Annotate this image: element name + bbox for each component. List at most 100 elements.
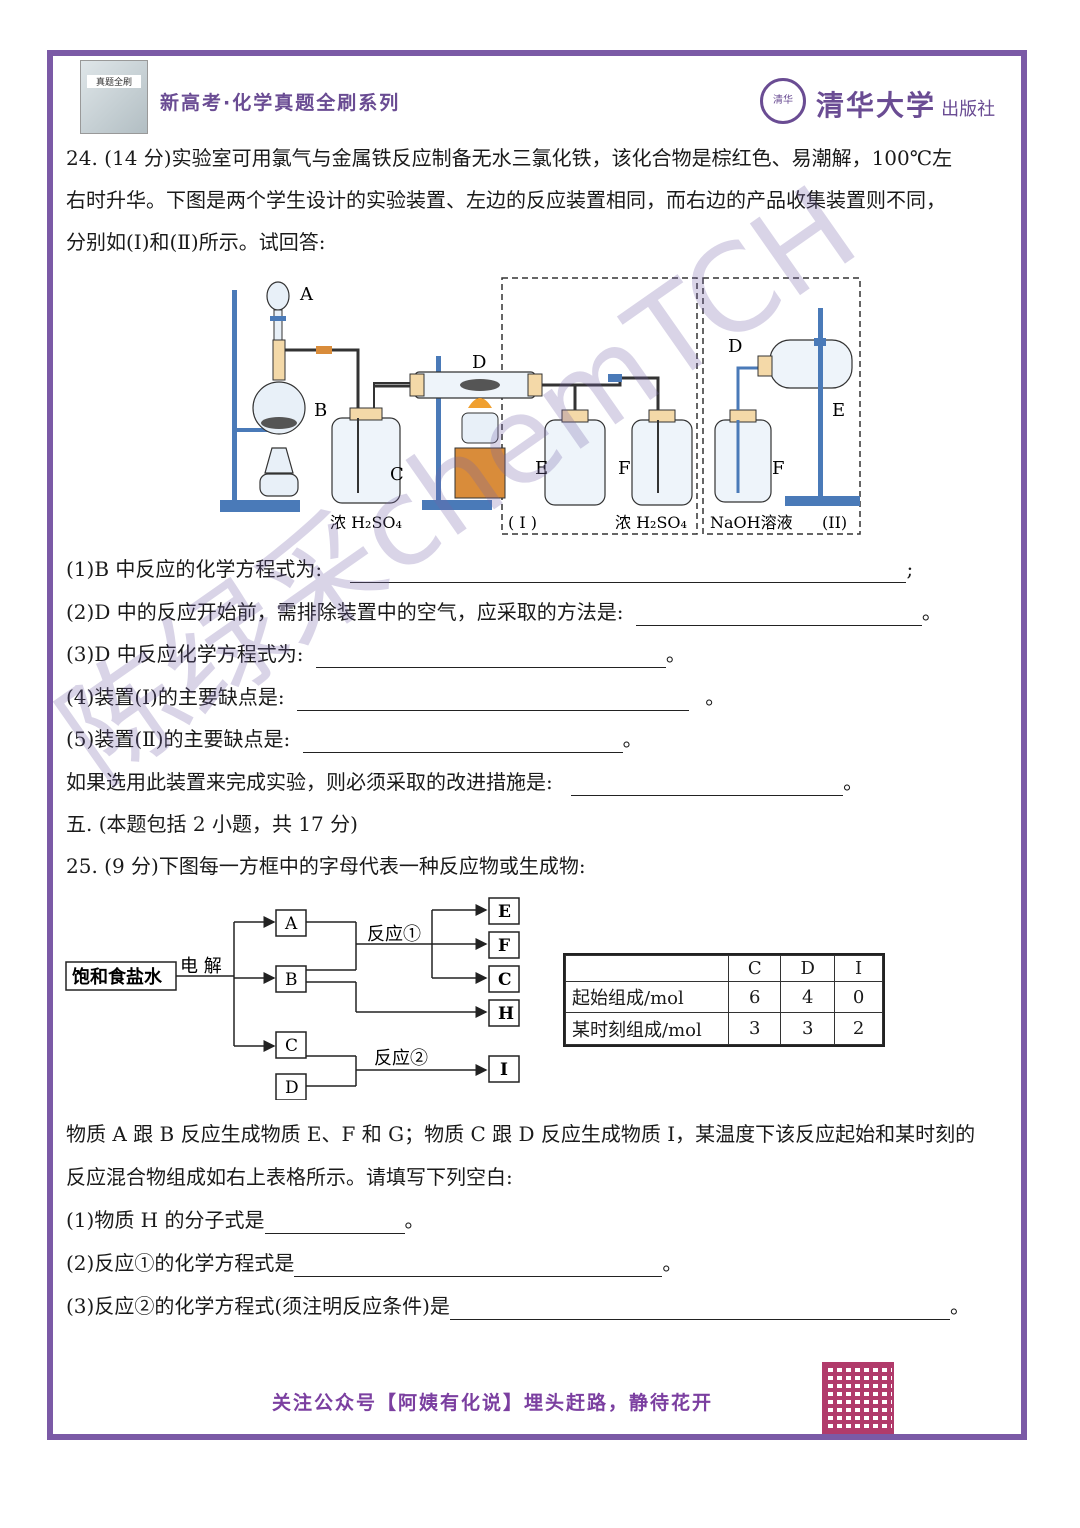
q24-q2-answer-blank[interactable] [635, 605, 922, 626]
q24-q6-answer-blank[interactable] [571, 775, 844, 796]
publisher-name: 清华大学 出版社 [816, 84, 995, 124]
box-d [275, 1073, 307, 1100]
text-d: D [285, 1078, 299, 1098]
iron-powder [460, 379, 500, 391]
section-five-heading: 五. (本题包括 2 小题，共 17 分) [66, 812, 358, 836]
stand-rod-d [436, 356, 441, 502]
bottle-e-stopper [561, 409, 589, 423]
q24-intro-line-1: 24. (14 分)实验室可用氯气与金属铁反应制备无水三氯化铁，该化合物是棕红色… [66, 146, 953, 170]
wash-bottle-c [331, 417, 401, 504]
q25-text-line-1: 物质 A 跟 B 反应生成物质 E、F 和 G；物质 C 跟 D 反应生成物质 … [66, 1122, 976, 1146]
lamp-body-b [259, 473, 299, 497]
table-row-label: 某时刻组成/mol [565, 1012, 729, 1045]
naoh-bottle-f [714, 419, 772, 503]
flask-e-stopper [757, 355, 773, 377]
q25-question-3: (3)反应②的化学方程式(须注明反应条件)是 。 [66, 1292, 970, 1320]
table-row-label: 起始组成/mol [565, 980, 729, 1014]
q24-q1-end: ; [906, 557, 914, 581]
q25-q3-end: 。 [949, 1294, 970, 1318]
q24-q5-text: (5)装置(Ⅱ)的主要缺点是: [66, 727, 291, 751]
table-cell: 4 [780, 980, 836, 1014]
stand-rod-ii [818, 308, 823, 498]
stand-clamp-ii [814, 338, 826, 346]
stand-base-ii [785, 496, 860, 506]
label-e-ii: E [832, 400, 845, 421]
tube-d-to-ef [542, 376, 660, 413]
q24-question-2: (2)D 中的反应开始前，需排除装置中的空气，应采取的方法是: 。 [66, 598, 942, 626]
tube-d-to-naoh [736, 366, 758, 493]
box-h [488, 999, 520, 1027]
box-e [488, 897, 520, 925]
q24-question-6: 如果选用此装置来完成实验，则必须采取的改进措施是: 。 [66, 768, 863, 796]
q24-question-3: (3)D 中反应化学方程式为: 。 [66, 640, 686, 668]
box-c-product [488, 965, 520, 993]
label-c: C [390, 464, 404, 485]
stand-base-left [220, 500, 300, 512]
text-electrolysis: 电 解 [180, 956, 222, 977]
label-conc-h2so4-c: 浓 H₂SO₄ [330, 513, 402, 532]
funnel-stem [273, 309, 283, 341]
q25-question-1: (1)物质 H 的分子式是。 [66, 1206, 425, 1234]
text-f: F [498, 936, 510, 956]
q24-intro-line-2: 右时升华。下图是两个学生设计的实验装置、左边的反应装置相同，而右边的产品收集装置… [66, 188, 946, 212]
reaction-flowchart: 饱和食盐水 电 解 A B C D 反应① E F C H 反应② I [65, 897, 520, 1100]
q24-q3-answer-blank[interactable] [315, 647, 666, 668]
burner-head [461, 412, 499, 444]
book-cover-thumbnail: 真题全刷 [80, 60, 148, 134]
collection-bottle-e [544, 419, 606, 506]
q24-q1-answer-blank[interactable] [350, 562, 907, 583]
text-reaction-2: 反应② [374, 1048, 428, 1069]
naoh-bottle-stopper [729, 409, 757, 423]
apparatus-ii-dashed-frame [702, 277, 861, 535]
q24-q2-end: 。 [921, 600, 942, 624]
box-c [275, 1031, 307, 1059]
text-h: H [498, 1004, 514, 1024]
label-apparatus-ii: (II) [822, 513, 847, 532]
flame-icon [468, 398, 492, 408]
q25-q1-end: 。 [404, 1208, 425, 1232]
q24-q4-answer-blank[interactable] [296, 690, 689, 711]
q25-q2-text: (2)反应①的化学方程式是 [66, 1251, 295, 1275]
q25-q3-answer-blank[interactable] [449, 1299, 950, 1320]
separatory-funnel-a [266, 281, 290, 311]
q24-q4-text: (4)装置(Ⅰ)的主要缺点是: [66, 685, 285, 709]
q25-q1-answer-blank[interactable] [264, 1213, 405, 1234]
text-a: A [284, 914, 298, 934]
q24-q3-end: 。 [665, 642, 686, 666]
label-e: E [535, 458, 548, 479]
collection-flask-e [769, 339, 853, 389]
label-d-ii: D [728, 336, 742, 357]
text-c: C [285, 1036, 298, 1056]
q24-q3-text: (3)D 中反应化学方程式为: [66, 642, 304, 666]
q25-intro: 25. (9 分)下图每一方框中的字母代表一种反应物或生成物: [66, 854, 586, 878]
box-a [275, 909, 307, 937]
table-header-cell: D [780, 955, 836, 982]
label-apparatus-i: ( I ) [508, 513, 537, 532]
qr-code-icon[interactable] [822, 1362, 894, 1434]
label-a: A [299, 284, 314, 305]
series-title: 新高考·化学真题全刷系列 [160, 92, 401, 114]
q24-q6-text: 如果选用此装置来完成实验，则必须采取的改进措施是: [66, 770, 553, 794]
q24-question-5: (5)装置(Ⅱ)的主要缺点是: 。 [66, 725, 643, 753]
q25-q2-answer-blank[interactable] [294, 1256, 663, 1277]
stand-rod-left [232, 290, 237, 502]
text-i: I [500, 1060, 508, 1080]
label-naoh-solution: NaOH溶液 [710, 513, 793, 532]
q24-q1-text: (1)B 中反应的化学方程式为: [66, 557, 323, 581]
box-saturated-brine [65, 961, 177, 991]
page-header: 真题全刷 新高考·化学真题全刷系列 清华 清华大学 出版社 [80, 60, 995, 140]
q25-q2-end: 。 [662, 1251, 683, 1275]
flask-b-contents [261, 417, 297, 429]
q24-q5-answer-blank[interactable] [302, 732, 623, 753]
q24-question-4: (4)装置(Ⅰ)的主要缺点是: 。 [66, 683, 725, 711]
box-i [488, 1055, 520, 1083]
flask-b-neck [272, 339, 286, 381]
tube-b-to-c [285, 348, 360, 418]
q24-q4-end: 。 [705, 685, 726, 709]
q24-q2-text: (2)D 中的反应开始前，需排除装置中的空气，应采取的方法是: [66, 600, 624, 624]
table-cell: 3 [780, 1012, 836, 1045]
table-header-cell: I [834, 955, 883, 982]
page-border [47, 50, 1027, 1440]
box-f [488, 931, 520, 959]
q25-q3-text: (3)反应②的化学方程式(须注明反应条件)是 [66, 1294, 450, 1318]
